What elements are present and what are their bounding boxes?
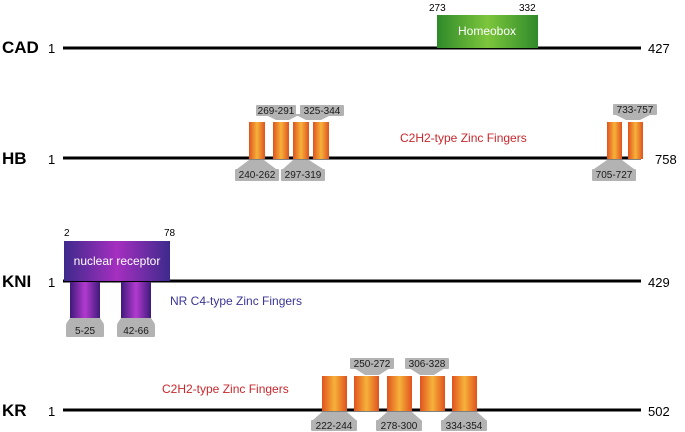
svg-text:705-727: 705-727 xyxy=(596,170,633,181)
range-box xyxy=(281,169,325,181)
nr-zinc-finger xyxy=(70,282,100,318)
zinc-finger xyxy=(452,376,477,411)
svg-text:42-66: 42-66 xyxy=(123,326,149,337)
nr-zinc-finger-annotation: NR C4-type Zinc Fingers xyxy=(170,294,302,308)
domain-start-label: 2 xyxy=(64,228,70,239)
nuclear-receptor-label: nuclear receptor xyxy=(74,254,161,268)
protein-name: KR xyxy=(2,401,27,420)
start-position: 1 xyxy=(48,275,55,290)
svg-text:325-344: 325-344 xyxy=(304,106,341,117)
end-position: 758 xyxy=(655,152,677,167)
range-box xyxy=(300,105,344,116)
range-callout-bottom: 278-300 xyxy=(376,412,422,432)
domain-end-label: 332 xyxy=(519,3,536,14)
range-callout-top: 250-272 xyxy=(350,358,394,375)
nr-zinc-finger xyxy=(121,282,151,318)
zinc-finger xyxy=(628,122,643,159)
range-box xyxy=(613,104,657,115)
range-callout-bottom: 705-727 xyxy=(592,160,636,181)
range-callout-bottom: 5-25 xyxy=(66,318,104,337)
range-box xyxy=(592,169,636,181)
zinc-finger xyxy=(420,376,445,411)
range-callout-top: 733-757 xyxy=(613,104,657,120)
range-box xyxy=(376,420,422,431)
start-position: 1 xyxy=(48,152,55,167)
zinc-finger xyxy=(313,122,329,159)
range-box xyxy=(256,105,296,116)
range-callout-top: 306-328 xyxy=(405,358,449,375)
domain-end-label: 78 xyxy=(164,228,176,239)
range-box xyxy=(441,420,487,431)
svg-text:269-291: 269-291 xyxy=(258,106,295,117)
range-box xyxy=(117,324,155,337)
protein-kni: KNI 1 429 2 78 nuclear receptor NR C4-ty… xyxy=(2,228,670,337)
zinc-finger-annotation: C2H2-type Zinc Fingers xyxy=(400,131,527,145)
end-position: 502 xyxy=(648,404,670,419)
range-callout-bottom: 222-244 xyxy=(311,412,357,432)
zinc-finger-annotation: C2H2-type Zinc Fingers xyxy=(162,382,289,396)
protein-name: CAD xyxy=(2,38,39,57)
protein-hb: HB 1 758 269-291 325-344 733-757 C2H2-ty… xyxy=(2,104,677,181)
svg-text:240-262: 240-262 xyxy=(239,170,276,181)
svg-text:733-757: 733-757 xyxy=(617,105,654,116)
homeobox-label: Homeobox xyxy=(458,24,516,38)
range-callout-bottom: 334-354 xyxy=(441,412,487,432)
end-position: 429 xyxy=(648,275,670,290)
range-box xyxy=(350,358,394,369)
protein-name: KNI xyxy=(2,272,31,291)
zinc-finger xyxy=(273,122,289,159)
zinc-finger xyxy=(249,122,265,159)
zinc-finger xyxy=(293,122,309,159)
range-box xyxy=(66,324,104,337)
start-position: 1 xyxy=(48,404,55,419)
zinc-finger xyxy=(387,376,412,411)
end-position: 427 xyxy=(648,41,670,56)
svg-text:5-25: 5-25 xyxy=(75,326,95,337)
protein-kr: KR 1 502 C2H2-type Zinc Fingers 250-272 … xyxy=(2,358,670,432)
range-box xyxy=(311,420,357,431)
homeobox-domain xyxy=(437,15,538,48)
range-box xyxy=(405,358,449,369)
svg-text:306-328: 306-328 xyxy=(409,359,446,370)
svg-text:334-354: 334-354 xyxy=(446,421,483,432)
zinc-finger xyxy=(322,376,347,411)
range-callout-top: 269-291 xyxy=(256,105,301,120)
range-box xyxy=(235,169,279,181)
svg-text:222-244: 222-244 xyxy=(316,421,353,432)
svg-text:297-319: 297-319 xyxy=(285,170,322,181)
range-callout-top: 325-344 xyxy=(294,105,344,120)
nuclear-receptor-domain xyxy=(64,241,170,281)
domain-start-label: 273 xyxy=(429,3,446,14)
range-callout-bottom: 297-319 xyxy=(281,160,325,181)
svg-text:250-272: 250-272 xyxy=(354,359,391,370)
start-position: 1 xyxy=(48,41,55,56)
svg-text:278-300: 278-300 xyxy=(381,421,418,432)
range-callout-bottom: 240-262 xyxy=(235,160,279,181)
protein-cad: CAD 1 427 273 332 Homeobox xyxy=(2,3,670,57)
protein-name: HB xyxy=(2,149,27,168)
range-callout-bottom: 42-66 xyxy=(117,318,155,337)
zinc-finger xyxy=(354,376,379,411)
zinc-finger xyxy=(607,122,622,159)
